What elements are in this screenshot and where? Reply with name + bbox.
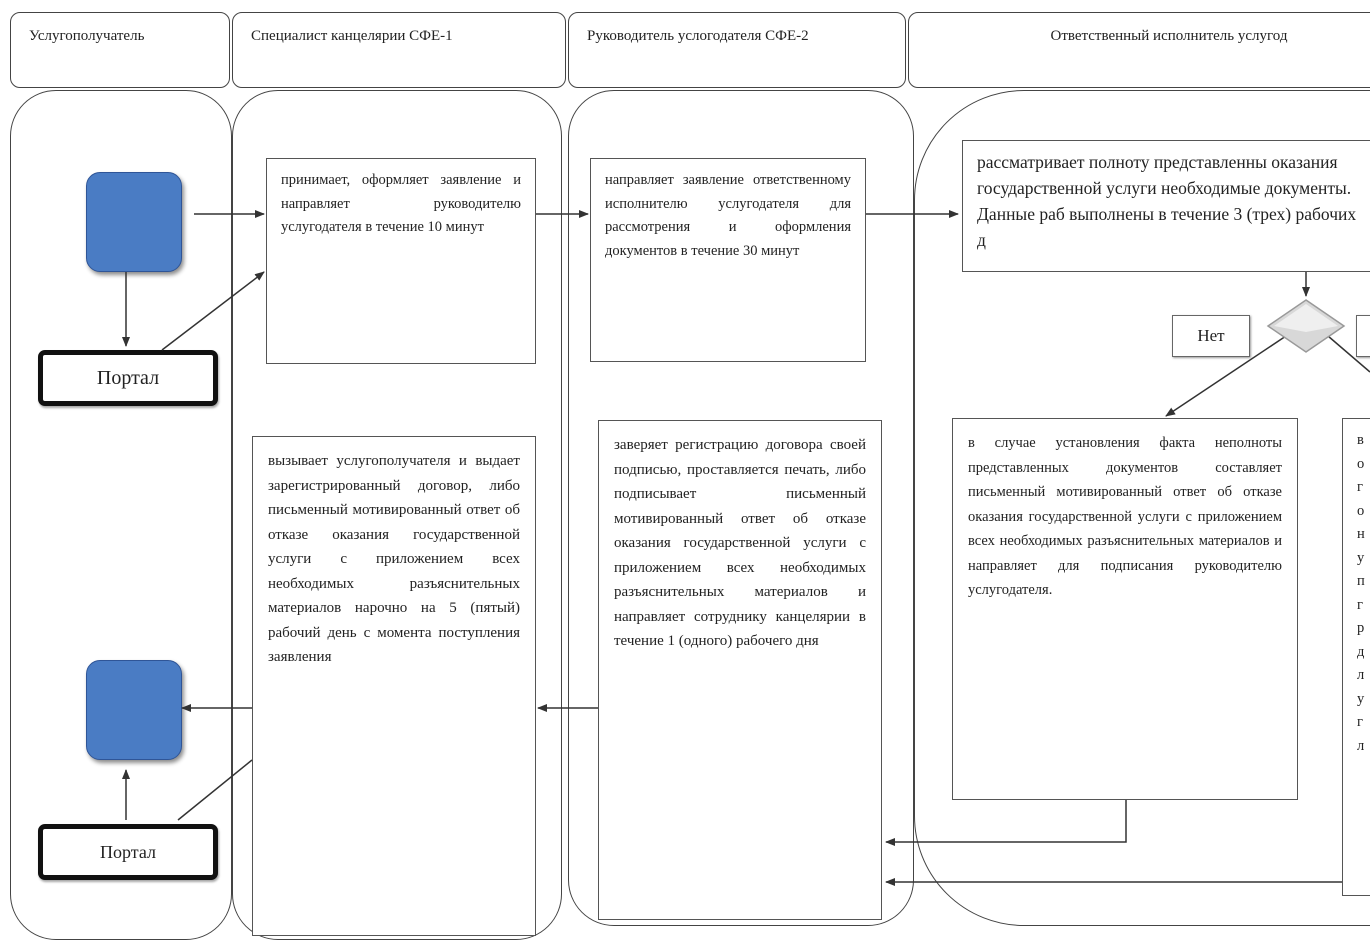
lane-header-recipient: Услугополучатель [10,12,230,88]
box-specialist-receive: принимает, оформляет заявление и направл… [266,158,536,364]
portal-bottom-label: Портал [100,841,156,862]
start-block-top [86,172,182,272]
box-head-direct: направляет заявление ответственному испо… [590,158,866,362]
portal-top-label: Портал [96,366,160,389]
decision-no-text: Нет [1197,326,1225,345]
box-head-certify: заверяет регистрацию договора своей подп… [598,420,882,920]
portal-bottom: Портал [38,824,218,880]
arrow-portal-to-receive [161,271,265,351]
lane-header-service-head: Руководитель услогодателя СФЕ-2 [568,12,906,88]
arrow-decision-to-refusal [1165,335,1287,417]
arrow-decision-to-right [1327,335,1370,373]
lane-header-office-specialist: Специалист канцелярии СФЕ-1 [232,12,566,88]
decision-no-label: Нет [1172,315,1250,357]
decision-diamond-highlight [1274,304,1338,332]
decision-yes-label [1356,315,1370,357]
end-block-bottom [86,660,182,760]
portal-top: Портал [38,350,218,406]
arrow-issue-to-portal [177,759,253,821]
box-executor-right-fragment: в о г о н у п г р д л у г л [1342,418,1370,896]
box-executor-refusal: в случае установления факта неполноты пр… [952,418,1298,800]
box-executor-review: рассматривает полноту представленны оказ… [962,140,1370,272]
arrow-refusal-to-head [885,800,1127,846]
lane-header-executor: Ответственный исполнитель услугод [908,12,1370,88]
